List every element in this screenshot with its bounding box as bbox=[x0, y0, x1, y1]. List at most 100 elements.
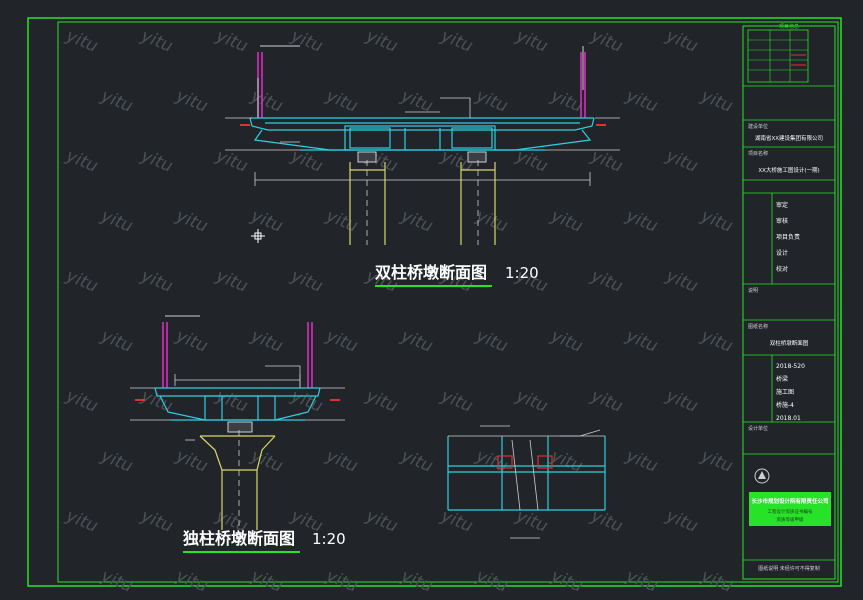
single-column-scale: 1:20 bbox=[312, 530, 346, 548]
watermark-text: yitu bbox=[362, 506, 401, 537]
watermark-text: yitu bbox=[622, 566, 661, 597]
watermark-text: yitu bbox=[662, 26, 701, 57]
watermark-text: yitu bbox=[362, 26, 401, 57]
crosshair-cursor-icon bbox=[251, 229, 265, 243]
inner-frame bbox=[57, 21, 839, 583]
watermark-text: yitu bbox=[362, 386, 401, 417]
single-column-pier-drawing bbox=[130, 315, 345, 530]
watermark-text: yitu bbox=[247, 326, 286, 357]
company-logo-icon bbox=[754, 468, 770, 484]
column-single bbox=[199, 435, 276, 530]
project-info-header: 项目信息 bbox=[779, 23, 799, 30]
company-name: 长沙市规划设计院有限责任公司 bbox=[751, 497, 828, 505]
double-column-title: 双柱桥墩断面图 bbox=[375, 263, 487, 282]
project-name-label: 项目名称 bbox=[748, 150, 768, 157]
watermark-text: yitu bbox=[212, 266, 251, 297]
watermark-text: yitu bbox=[97, 86, 136, 117]
bearing-single bbox=[227, 421, 253, 433]
watermark-text: yitu bbox=[512, 26, 551, 57]
watermark-text: yitu bbox=[662, 266, 701, 297]
watermark-text: yitu bbox=[587, 266, 626, 297]
staff-reviewer: 审定 bbox=[776, 201, 788, 209]
build-unit-value: 湖南省XX建设集团有限公司 bbox=[755, 134, 823, 142]
watermark-text: yitu bbox=[137, 506, 176, 537]
watermark-text: yitu bbox=[137, 26, 176, 57]
info-stage: 施工图 bbox=[776, 388, 794, 396]
watermark-text: yitu bbox=[547, 326, 586, 357]
info-discipline: 桥梁 bbox=[776, 375, 788, 383]
watermark-text: yitu bbox=[547, 86, 586, 117]
watermark-text: yitu bbox=[662, 386, 701, 417]
watermark-text: yitu bbox=[397, 206, 436, 237]
watermark-text: yitu bbox=[172, 206, 211, 237]
staff-designer: 设计 bbox=[776, 249, 788, 257]
notes-header: 说明 bbox=[748, 287, 758, 294]
title-block bbox=[742, 25, 836, 580]
watermark-text: yitu bbox=[62, 266, 101, 297]
watermark-text: yitu bbox=[137, 266, 176, 297]
company-line-2: 资质等级甲级 bbox=[777, 516, 804, 523]
watermark-text: yitu bbox=[697, 566, 736, 597]
company-header: 设计单位 bbox=[748, 425, 768, 432]
watermark-text: yitu bbox=[97, 206, 136, 237]
watermark-text: yitu bbox=[172, 446, 211, 477]
watermark-text: yitu bbox=[622, 206, 661, 237]
watermark-text: yitu bbox=[547, 206, 586, 237]
watermark-text: yitu bbox=[322, 326, 361, 357]
watermark-text: yitu bbox=[137, 146, 176, 177]
watermark-text: yitu bbox=[622, 446, 661, 477]
deck-slab bbox=[249, 117, 595, 151]
watermark-text: yitu bbox=[322, 566, 361, 597]
watermark-text: yitu bbox=[172, 566, 211, 597]
info-drawing-no: 桥施-4 bbox=[776, 401, 794, 409]
watermark-text: yitu bbox=[622, 326, 661, 357]
rail-posts-single bbox=[162, 322, 313, 388]
drawing-name-value: 双柱桥墩断面图 bbox=[770, 339, 809, 347]
watermark-text: yitu bbox=[97, 326, 136, 357]
watermark-text: yitu bbox=[172, 86, 211, 117]
watermark-text: yitu bbox=[247, 86, 286, 117]
watermark-text: yitu bbox=[437, 386, 476, 417]
watermark-text: yitu bbox=[697, 86, 736, 117]
company-line-1: 工程设计资质证书编号 bbox=[768, 508, 813, 515]
watermark-text: yitu bbox=[62, 506, 101, 537]
double-column-pier-drawing bbox=[225, 45, 620, 245]
info-date: 2018.01 bbox=[776, 415, 801, 422]
watermark-text: yitu bbox=[97, 446, 136, 477]
staff-proofreader: 校对 bbox=[776, 265, 788, 273]
watermark-text: yitu bbox=[697, 326, 736, 357]
watermark-text: yitu bbox=[622, 86, 661, 117]
watermark-text: yitu bbox=[662, 506, 701, 537]
staff-project-lead: 项目负责 bbox=[776, 233, 800, 241]
watermark-text: yitu bbox=[62, 386, 101, 417]
build-unit-label: 建设单位 bbox=[748, 123, 768, 130]
watermark-text: yitu bbox=[587, 386, 626, 417]
watermark-text: yitu bbox=[322, 206, 361, 237]
watermark-text: yitu bbox=[247, 446, 286, 477]
watermark-text: yitu bbox=[437, 26, 476, 57]
watermark-text: yitu bbox=[587, 26, 626, 57]
watermark-text: yitu bbox=[547, 566, 586, 597]
double-column-scale: 1:20 bbox=[505, 264, 539, 282]
watermark-text: yitu bbox=[472, 326, 511, 357]
staff-checker: 审核 bbox=[776, 217, 788, 225]
watermark-text: yitu bbox=[212, 386, 251, 417]
watermark-text: yitu bbox=[62, 146, 101, 177]
watermark-text: yitu bbox=[247, 206, 286, 237]
watermark-text: yitu bbox=[472, 86, 511, 117]
watermark-text: yitu bbox=[322, 86, 361, 117]
watermark-text: yitu bbox=[62, 26, 101, 57]
info-project-no: 2018-520 bbox=[776, 363, 805, 370]
outer-frame bbox=[27, 17, 842, 587]
watermark-text: yitu bbox=[247, 566, 286, 597]
watermark-text: yitu bbox=[172, 326, 211, 357]
single-column-title: 独柱桥墩断面图 bbox=[183, 529, 295, 548]
watermark-text: yitu bbox=[397, 566, 436, 597]
watermark-text: yitu bbox=[472, 566, 511, 597]
watermark-text: yitu bbox=[697, 446, 736, 477]
watermark-text: yitu bbox=[397, 326, 436, 357]
drawing-name-label: 图纸名称 bbox=[748, 323, 768, 330]
watermark-text: yitu bbox=[397, 446, 436, 477]
